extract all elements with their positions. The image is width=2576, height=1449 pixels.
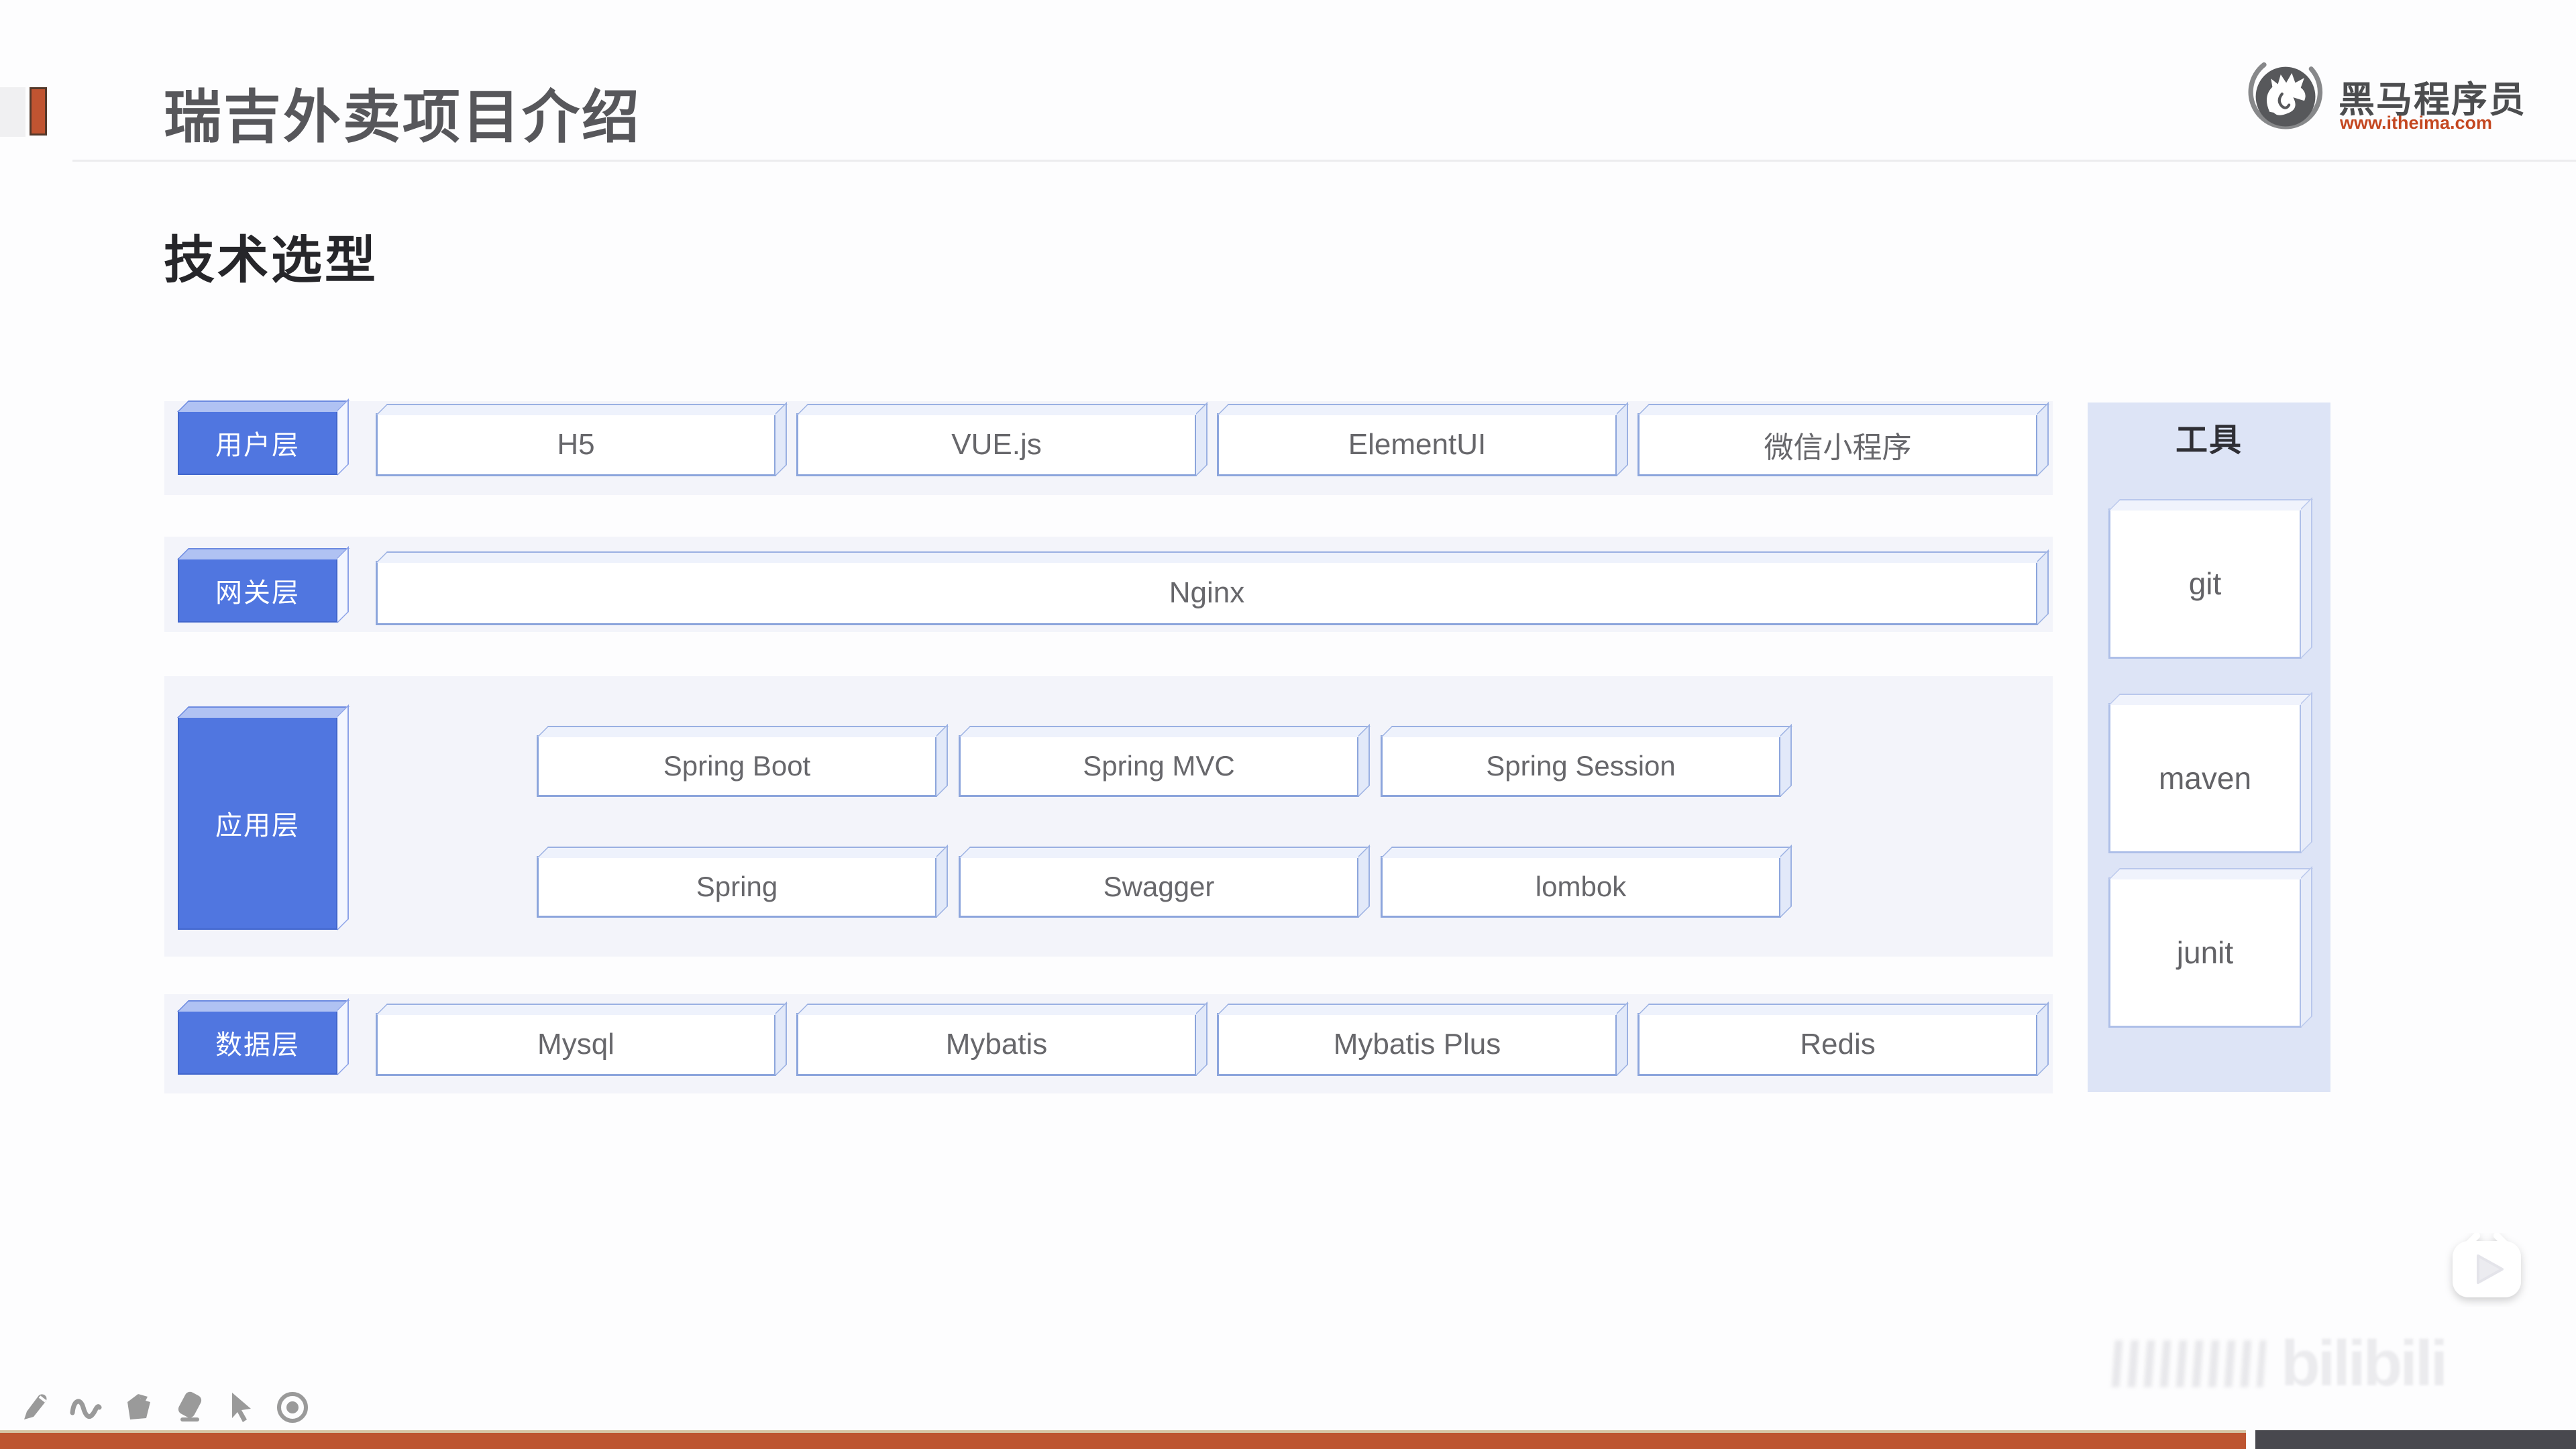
tech-box-lombok: lombok: [1381, 856, 1781, 918]
tech-box-nginx: Nginx: [376, 561, 2038, 625]
shape-icon[interactable]: [121, 1390, 156, 1425]
tech-box-spring-mvc: Spring MVC: [959, 735, 1359, 797]
tech-box-redis: Redis: [1638, 1013, 2038, 1076]
data-layer-row: 数据层 Mysql Mybatis Mybatis Plus Redis: [164, 994, 2053, 1093]
layer-chip-label: 网关层: [215, 578, 300, 608]
user-layer-row: 用户层 H5 VUE.js ElementUI 微信小程序: [164, 401, 2053, 495]
annotation-toolbar: [19, 1390, 310, 1425]
user-layer-boxes: H5 VUE.js ElementUI 微信小程序: [376, 413, 2038, 476]
tech-box-wechat-miniprogram: 微信小程序: [1638, 413, 2038, 476]
tools-title: 工具: [2175, 423, 2243, 458]
tech-box-spring-boot: Spring Boot: [537, 735, 937, 797]
tech-box-spring: Spring: [537, 856, 937, 918]
app-layer-row2: Spring Swagger lombok: [537, 856, 1781, 918]
horse-icon: [2248, 62, 2323, 129]
accent-rectangle: [30, 87, 47, 136]
left-margin-band: [0, 87, 25, 137]
watermark-blurred-name: [2111, 1340, 2267, 1387]
layer-chip-user: 用户层: [178, 411, 337, 475]
layer-chip-label: 应用层: [215, 811, 300, 841]
tech-box-mysql: Mysql: [376, 1013, 776, 1076]
tech-box-swagger: Swagger: [959, 856, 1359, 918]
layer-chip-gateway: 网关层: [178, 558, 337, 623]
tech-box-elementui: ElementUI: [1217, 413, 1617, 476]
tool-box-maven: maven: [2108, 703, 2302, 853]
tool-box-git: git: [2108, 508, 2302, 659]
tech-box-mybatis: Mybatis: [796, 1013, 1197, 1076]
pencil-icon[interactable]: [19, 1390, 51, 1425]
cursor-icon[interactable]: [225, 1390, 258, 1425]
bottom-bar-orange: [0, 1430, 2246, 1449]
squiggle-icon[interactable]: [68, 1390, 103, 1425]
section-subtitle: 技术选型: [164, 232, 378, 289]
app-layer-row1: Spring Boot Spring MVC Spring Session: [537, 735, 1781, 797]
tech-box-mybatis-plus: Mybatis Plus: [1217, 1013, 1617, 1076]
layer-chip-application: 应用层: [178, 716, 337, 930]
layer-chip-data: 数据层: [178, 1010, 337, 1075]
brand-name: 黑马程序员: [2339, 80, 2526, 120]
layer-chip-label: 数据层: [215, 1030, 300, 1060]
tech-box-vuejs: VUE.js: [796, 413, 1197, 476]
application-layer-panel: 应用层 Spring Boot Spring MVC Spring Sessio…: [164, 676, 2053, 957]
bilibili-play-button[interactable]: [2443, 1233, 2530, 1307]
layer-chip-label: 用户层: [215, 431, 300, 460]
bilibili-watermark: bilibili: [2111, 1327, 2448, 1401]
header-divider: [72, 160, 2576, 162]
brand-url: www.itheima.com: [2340, 113, 2493, 133]
tech-box-spring-session: Spring Session: [1381, 735, 1781, 797]
tech-box-h5: H5: [376, 413, 776, 476]
bottom-bar-dark: [2255, 1430, 2576, 1449]
data-layer-boxes: Mysql Mybatis Mybatis Plus Redis: [376, 1013, 2038, 1076]
tool-box-junit: junit: [2108, 877, 2302, 1028]
eraser-icon[interactable]: [173, 1390, 208, 1425]
page-title: 瑞吉外卖项目介绍: [164, 85, 641, 150]
tools-panel: 工具 git maven junit: [2088, 402, 2330, 1092]
brand-logo: 黑马程序员 www.itheima.com: [2243, 51, 2559, 152]
gateway-layer-row: 网关层 Nginx: [164, 537, 2053, 632]
bilibili-logo-text: bilibili: [2281, 1328, 2448, 1399]
record-icon[interactable]: [275, 1390, 310, 1425]
